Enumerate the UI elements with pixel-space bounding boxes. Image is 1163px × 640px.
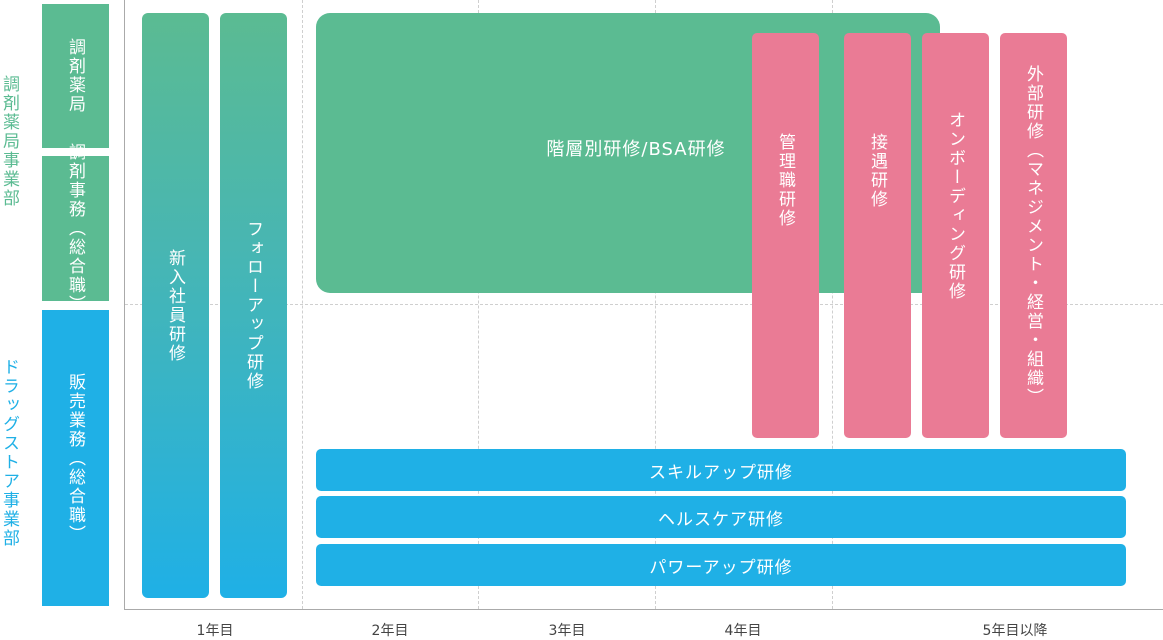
training-management: 管理職研修 xyxy=(752,33,819,438)
role-pharmacy: 調剤薬局 xyxy=(42,4,109,148)
training-hierarchical-bsa-label: 階層別研修/BSA研修 xyxy=(546,139,726,160)
training-follow-up-label: フォローアップ研修 xyxy=(243,220,263,391)
training-external: 外部研修（マネジメント・経営・組織） xyxy=(1000,33,1067,438)
business-unit-pharmacy: 調剤薬局事業部 xyxy=(0,75,19,208)
training-follow-up: フォローアップ研修 xyxy=(220,13,287,598)
axis-label-year5-plus: 5年目以降 xyxy=(982,623,1048,639)
training-onboarding: オンボーディング研修 xyxy=(922,33,989,438)
business-unit-drugstore: ドラッグストア事業部 xyxy=(0,358,19,548)
training-new-employee: 新入社員研修 xyxy=(142,13,209,598)
axis-label-year3: 3年目 xyxy=(548,623,586,639)
role-sales-label: 販売業務（総合職） xyxy=(65,372,85,544)
training-onboarding-label: オンボーディング研修 xyxy=(945,110,965,301)
training-hospitality: 接遇研修 xyxy=(844,33,911,438)
training-management-label: 管理職研修 xyxy=(775,133,795,228)
training-external-label: 外部研修（マネジメント・経営・組織） xyxy=(1023,64,1043,407)
training-power-up: パワーアップ研修 xyxy=(316,544,1126,586)
role-dispensing-clerk: 調剤事務（総合職） xyxy=(42,143,109,314)
training-health-care: ヘルスケア研修 xyxy=(316,496,1126,538)
training-hospitality-label: 接遇研修 xyxy=(867,132,887,209)
axis-label-year1: 1年目 xyxy=(196,623,234,639)
axis-label-year4: 4年目 xyxy=(724,623,762,639)
grid-line-division xyxy=(125,304,1163,305)
role-dispensing-clerk-label: 調剤事務（総合職） xyxy=(65,143,85,314)
y-axis-line xyxy=(124,0,125,610)
axis-label-year2: 2年目 xyxy=(371,623,409,639)
role-pharmacy-label: 調剤薬局 xyxy=(65,38,85,114)
training-hierarchical-bsa: 階層別研修/BSA研修 xyxy=(316,13,940,293)
role-sales: 販売業務（総合職） xyxy=(42,310,109,606)
training-new-employee-label: 新入社員研修 xyxy=(165,248,185,363)
x-axis-line xyxy=(124,609,1163,610)
training-skill-up: スキルアップ研修 xyxy=(316,449,1126,491)
